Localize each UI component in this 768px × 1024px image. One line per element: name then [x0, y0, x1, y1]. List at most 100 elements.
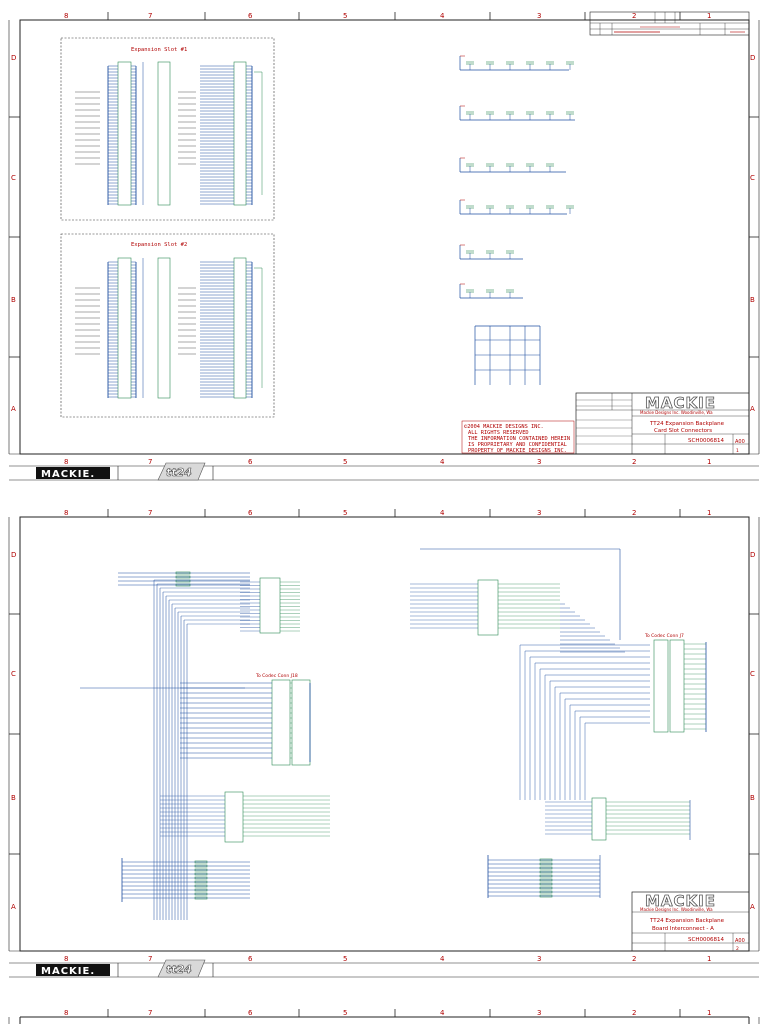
zone-col-7: 7 — [148, 12, 152, 20]
s3-zone-col-1: 1 — [707, 1009, 711, 1017]
title-block: MACKIE Mackie Designs Inc. Woodinville, … — [575, 392, 750, 455]
slot-1-connectors — [75, 61, 263, 206]
zone-col-7-bottom: 7 — [148, 458, 152, 466]
s2-zone-row-a: A — [11, 903, 16, 911]
connector-body — [291, 679, 311, 766]
s2-zone-col-4: 4 — [440, 509, 445, 517]
resistor — [539, 858, 553, 862]
ic-body — [224, 791, 244, 843]
sheet-3-drawing: 8 7 6 5 4 3 2 1 — [8, 1009, 760, 1024]
zone-col-4: 4 — [440, 12, 445, 20]
svg-text:©2004 MACKIE DESIGNS INC.: ©2004 MACKIE DESIGNS INC. — [464, 424, 544, 430]
slot-2-connectors — [75, 257, 263, 399]
s2-zone-row-b-right: B — [750, 794, 755, 802]
svg-text:tt24: tt24 — [166, 466, 192, 479]
connector-body — [117, 61, 132, 206]
s2-zone-col-2-bottom: 2 — [632, 955, 636, 963]
schematic-sheet-2: 8 7 6 5 4 3 2 1 D C B A D C B A 8 7 6 5 … — [0, 500, 768, 985]
s2-zone-col-2: 2 — [632, 509, 636, 517]
s2-mackie-logo: MACKIE — [645, 892, 716, 910]
svg-text:PROPERTY OF MACKIE DESIGNS INC: PROPERTY OF MACKIE DESIGNS INC. — [468, 448, 567, 454]
zone-row-b: B — [11, 296, 16, 304]
s2-title-block: MACKIE Mackie Designs Inc. Woodinville, … — [631, 892, 750, 952]
zone-col-5-bottom: 5 — [343, 458, 347, 466]
s2-zone-col-6-bottom: 6 — [248, 955, 253, 963]
interconnect-wiring — [80, 548, 707, 920]
zone-row-b-right: B — [750, 296, 755, 304]
resistor — [194, 880, 208, 884]
s3-zone-col-4: 4 — [440, 1009, 445, 1017]
s2-company-name: Mackie Designs Inc. Woodinville, Wa — [640, 907, 713, 912]
s2-zone-col-8-bottom: 8 — [64, 955, 68, 963]
resistor — [539, 890, 553, 894]
s2-zone-row-a-right: A — [750, 903, 755, 911]
connector-body — [271, 679, 291, 766]
connector-body — [669, 639, 685, 733]
s2-zone-row-c: C — [11, 670, 16, 678]
svg-text:THE INFORMATION CONTAINED HERE: THE INFORMATION CONTAINED HEREIN — [468, 436, 570, 442]
resistor — [194, 860, 208, 864]
s2-zone-col-1-bottom: 1 — [707, 955, 711, 963]
resistor — [539, 894, 553, 898]
zone-row-c-right: C — [750, 174, 755, 182]
ic-body — [591, 797, 607, 841]
resistor — [175, 571, 191, 575]
s3-zone-col-6: 6 — [248, 1009, 253, 1017]
svg-text:IS PROPRIETARY AND CONFIDENTIA: IS PROPRIETARY AND CONFIDENTIAL — [468, 442, 567, 448]
schematic-sheet-3-partial: 8 7 6 5 4 3 2 1 — [0, 1000, 768, 1024]
resistor — [539, 882, 553, 886]
tt24-badge: tt24 — [157, 462, 206, 481]
s2-zone-row-d-right: D — [750, 551, 755, 559]
resistor — [539, 870, 553, 874]
zone-row-a: A — [11, 405, 16, 413]
zone-row-c: C — [11, 174, 16, 182]
connector-body — [117, 257, 132, 399]
resistor — [539, 862, 553, 866]
s2-zone-row-b: B — [11, 794, 16, 802]
zone-col-1-bottom: 1 — [707, 458, 711, 466]
zone-col-3-bottom: 3 — [537, 458, 541, 466]
zone-row-d-right: D — [750, 54, 755, 62]
ic-body — [259, 577, 281, 634]
connector-body — [653, 639, 669, 733]
sheet-1-drawing: 8 7 6 5 4 3 2 1 D C B A D C B A 8 7 6 5 … — [8, 11, 760, 481]
zone-col-3: 3 — [537, 12, 541, 20]
mackie-footer-logo — [36, 467, 110, 479]
decoupling-capacitor-banks — [459, 55, 575, 385]
s3-zone-col-5: 5 — [343, 1009, 347, 1017]
slot-1-title: Expansion Slot #1 — [131, 47, 187, 53]
s2-zone-col-8: 8 — [64, 509, 68, 517]
connector-body — [233, 257, 247, 399]
s2-zone-col-6: 6 — [248, 509, 253, 517]
s2-zone-row-c-right: C — [750, 670, 755, 678]
resistor — [539, 878, 553, 882]
resistor — [194, 868, 208, 872]
revision: A00 — [735, 439, 745, 445]
s2-document-number: SCH0006814 — [688, 937, 724, 943]
s2-tt24-badge: tt24 — [157, 959, 206, 978]
schematic-sheet-1: 8 7 6 5 4 3 2 1 D C B A D C B A 8 7 6 5 … — [0, 0, 768, 485]
sheet-number: 1 — [736, 448, 739, 454]
zone-col-8-bottom: 8 — [64, 458, 68, 466]
s3-zone-col-3: 3 — [537, 1009, 541, 1017]
s2-zone-col-7-bottom: 7 — [148, 955, 152, 963]
revision-block — [589, 11, 750, 36]
zone-col-8: 8 — [64, 12, 68, 20]
drawing-title-line-2: Card Slot Connectors — [654, 428, 712, 434]
resistor — [194, 892, 208, 896]
s2-footer-brand-text: MACKIE. — [41, 966, 95, 977]
footer-brand-text: MACKIE. — [41, 469, 95, 480]
s2-drawing-title-line-2: Board Interconnect - A — [652, 926, 714, 932]
s2-zone-row-d: D — [11, 551, 16, 559]
sheet-2-drawing: 8 7 6 5 4 3 2 1 D C B A D C B A 8 7 6 5 … — [8, 509, 760, 978]
ic-body — [477, 579, 499, 636]
mackie-logo: MACKIE — [645, 394, 716, 412]
resistor — [539, 886, 553, 890]
zone-col-6: 6 — [248, 12, 253, 20]
resistor — [194, 876, 208, 880]
company-name: Mackie Designs Inc. Woodinville, Wa — [640, 410, 713, 415]
zone-col-1: 1 — [707, 12, 711, 20]
zone-col-5: 5 — [343, 12, 347, 20]
connector-body — [233, 61, 247, 206]
resistor — [175, 575, 191, 579]
